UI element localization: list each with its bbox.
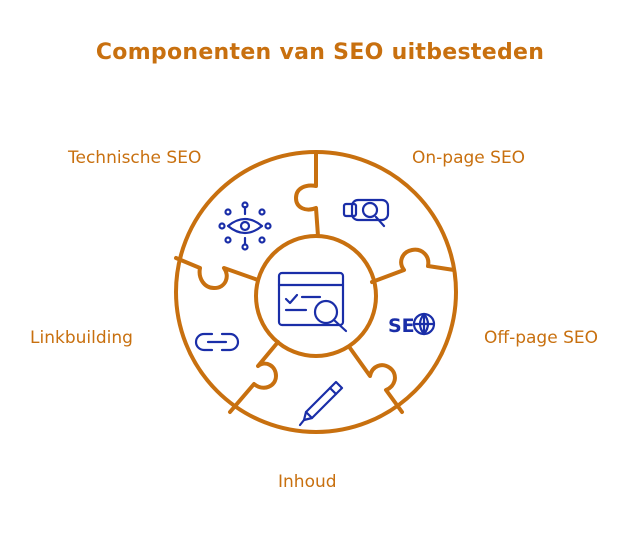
webcam-search-icon: [342, 198, 390, 228]
browser-search-icon: [277, 271, 348, 333]
link-icon: [194, 332, 240, 352]
divider-right: [370, 247, 456, 284]
outer-ring: [174, 150, 458, 434]
diagram-title: Componenten van SEO uitbesteden: [95, 40, 545, 65]
label-off-page-seo: Off-page SEO: [484, 328, 599, 348]
seo-globe-icon: [412, 312, 436, 336]
divider-lower-left: [228, 340, 280, 414]
label-on-page-seo: On-page SEO: [412, 148, 526, 168]
eye-network-icon: [218, 201, 272, 251]
label-linkbuilding: Linkbuilding: [30, 328, 133, 348]
divider-lower-right: [348, 346, 404, 414]
divider-top: [294, 150, 320, 238]
divider-left: [174, 256, 260, 290]
label-inhoud: Inhoud: [278, 472, 337, 492]
pen-icon: [298, 380, 344, 427]
label-technische-seo: Technische SEO: [68, 148, 202, 168]
seo-text: SE: [388, 315, 415, 337]
